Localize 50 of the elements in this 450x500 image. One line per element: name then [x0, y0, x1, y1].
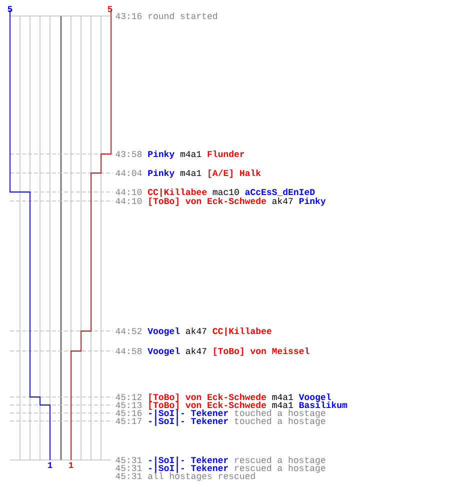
log-line: 43:16 round started: [116, 12, 218, 20]
label: CC|Killabee: [148, 188, 207, 198]
log-line: 45:13 [ToBo] von Eck-Schwede m4a1 Basilikum: [116, 401, 348, 410]
label: Pinky: [148, 150, 174, 159]
log-line: 44:10 [ToBo] von Eck-Schwede ak47 Pinky: [116, 197, 326, 206]
label: m4a1: [272, 402, 293, 408]
count-label: 5: [108, 6, 112, 12]
log-line: 44:52 Voogel ak47 CC|Killabee: [116, 327, 272, 336]
label: 45:13: [116, 402, 142, 408]
label: [ToBo] von Eck-Schwede: [149, 401, 266, 410]
count-label: 5: [8, 6, 12, 12]
label: aCcEsS_dEnIeD: [245, 188, 315, 196]
label: Pinky: [299, 197, 326, 206]
log-line: 45:31 -|SoI|- Tekener rescued a hostage: [116, 456, 326, 465]
label: [ToBo] von Meissel: [214, 347, 310, 356]
label: 44:10: [116, 188, 142, 196]
label: Voogel: [298, 393, 331, 402]
label: 44:52: [116, 328, 142, 334]
count-label: 1: [48, 462, 52, 468]
label: Pinky: [148, 169, 174, 178]
label: Basilikum: [299, 401, 348, 408]
log-line: 43:58 Pinky m4a1 Flunder: [116, 150, 244, 159]
label: 43:58: [116, 150, 142, 158]
label: Voogel: [148, 327, 180, 336]
label: CC|Killabee: [212, 327, 272, 336]
log-line: 45:12 [ToBo] von Eck-Schwede m4a1 Voogel: [116, 393, 331, 402]
label: Flunder: [208, 150, 244, 158]
log-line: 45:17 -|SoI|- Tekener touched a hostage: [116, 417, 326, 426]
label: 45:12: [116, 394, 142, 400]
log-line: 44:58 Voogel ak47 [ToBo] von Meissel: [116, 347, 310, 356]
label: m4a1: [180, 151, 202, 158]
log-line: 44:10 CC|Killabee mac10 aCcEsS_dEnIeD: [116, 188, 315, 197]
label: ak47: [272, 197, 293, 204]
log-line: 45:16 -|SoI|- Tekener touched a hostage: [116, 409, 326, 418]
label: m4a1: [272, 394, 293, 400]
label: [ToBo] von Eck-Schwede: [149, 197, 266, 206]
log-line: 45:31 -|SoI|- Tekener rescued a hostage: [116, 464, 326, 473]
label: 44:58: [116, 348, 142, 354]
label: 44:04: [116, 170, 142, 176]
label: 44:10: [116, 198, 142, 204]
label: [A/E] Halk: [208, 169, 261, 178]
label: ak47: [186, 327, 206, 334]
label: Voogel: [148, 347, 180, 356]
label: ak47: [186, 347, 206, 354]
label: mac10: [212, 188, 239, 196]
log-line: 45:31 all hostages rescued: [116, 472, 255, 481]
label: m4a1: [180, 170, 202, 176]
count-label: 1: [68, 462, 74, 468]
log-line: 44:04 Pinky m4a1 [A/E] Halk: [116, 169, 261, 178]
label: [ToBo] von Eck-Schwede: [149, 393, 266, 402]
